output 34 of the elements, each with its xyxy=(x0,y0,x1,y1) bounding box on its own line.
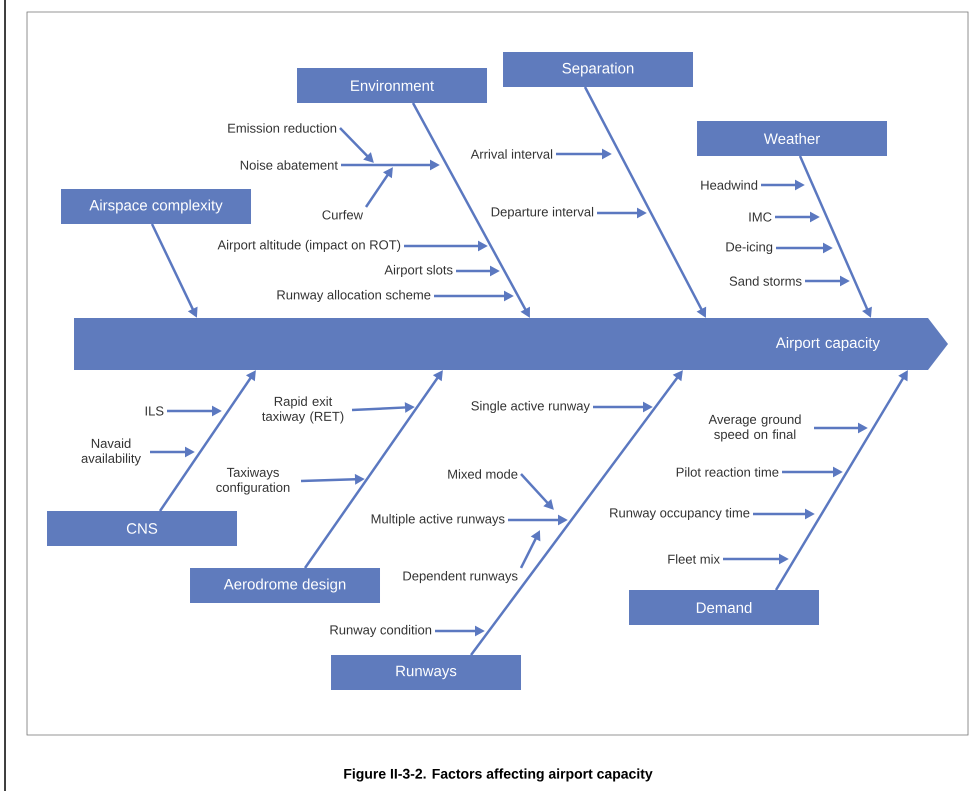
cause-label: Arrival interval xyxy=(470,149,552,159)
cause-label: De-icing xyxy=(726,242,772,254)
cause-label: Emission reduction xyxy=(228,123,336,133)
cause-label: IMC xyxy=(749,212,772,222)
cause-label: Taxiways configuration xyxy=(216,467,290,495)
cause-label: Average ground speed on final xyxy=(708,414,801,442)
cause-label: Runway allocation scheme xyxy=(277,290,430,302)
cause-label: Pilot reaction time xyxy=(676,467,778,477)
category-box: Weather xyxy=(697,121,887,156)
category-box: Airspace complexity xyxy=(61,189,251,224)
cause-label: Headwind xyxy=(701,180,758,190)
cause-label: Runway condition xyxy=(330,624,432,638)
category-box: Separation xyxy=(503,52,693,87)
cause-label: Multiple active runways xyxy=(372,514,505,526)
cause-label: Dependent runways xyxy=(403,571,518,584)
cause-label: Single active runway xyxy=(471,400,590,414)
category-box: Runways xyxy=(331,655,521,690)
category-box: Environment xyxy=(297,68,487,103)
category-box: CNS xyxy=(47,511,237,546)
category-box: Aerodrome design xyxy=(190,568,380,603)
cause-label: Rapid exit taxiway (RET) xyxy=(262,396,344,424)
cause-label: Fleet mix xyxy=(668,554,720,564)
cause-label: Mixed mode xyxy=(448,469,518,479)
cause-label: Airport altitude (impact on ROT) xyxy=(218,240,400,252)
cause-label: Airport slots xyxy=(384,264,453,278)
cause-label: ILS xyxy=(146,406,164,416)
cause-label: Sand storms xyxy=(730,276,802,286)
cause-label: Runway occupancy time xyxy=(610,508,750,520)
cause-label: Navaid availability xyxy=(82,438,141,466)
figure-caption: Figure II-3-2. Factors affecting airport capacity xyxy=(344,768,653,782)
category-box: Demand xyxy=(629,590,819,625)
cause-label: Curfew xyxy=(322,210,364,220)
cause-label: Noise abatement xyxy=(240,160,338,170)
cause-label: Departure interval xyxy=(492,206,594,220)
